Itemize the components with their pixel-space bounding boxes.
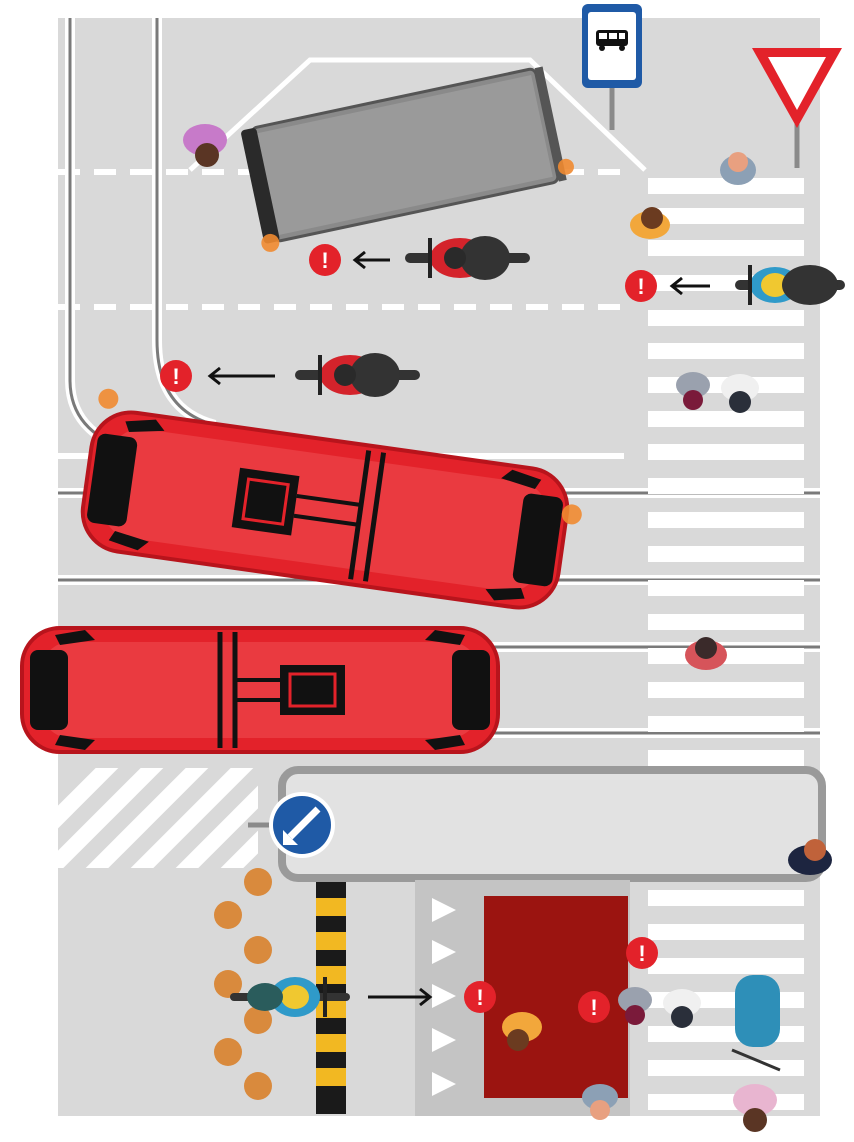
warning-marker-2: ! <box>160 360 192 392</box>
keep-left-sign <box>248 792 335 858</box>
motorcycle-middle <box>295 353 420 397</box>
tram-blinker-rear <box>98 388 119 409</box>
motorcycle-upper <box>405 236 530 280</box>
pedestrian-bottom <box>582 1084 618 1120</box>
svg-text:!: ! <box>476 985 483 1010</box>
warning-marker-6: ! <box>578 991 610 1023</box>
warning-marker-3: ! <box>625 270 657 302</box>
truck-blinker-rear <box>557 158 574 175</box>
warning-marker-1: ! <box>309 244 341 276</box>
pedestrian-top-left <box>183 124 227 167</box>
bus-stop-sign <box>582 4 642 130</box>
arrow-left-2 <box>207 366 275 386</box>
pedestrian-pair-1 <box>676 372 759 413</box>
truck-blinker-front <box>261 233 280 252</box>
arrow-left-3 <box>669 276 710 296</box>
tram-blinker-front <box>561 504 582 525</box>
arrow-left-1 <box>352 250 390 270</box>
pedestrian-with-stroller <box>731 975 781 1132</box>
pedestrian-red-zone <box>502 1012 542 1051</box>
warning-marker-4: ! <box>464 981 496 1013</box>
svg-text:!: ! <box>321 248 328 273</box>
platform-triangles <box>432 898 456 1096</box>
pedestrian-middle-right <box>685 637 727 670</box>
tram-lower <box>20 626 500 754</box>
cyclist-bottom <box>230 977 350 1017</box>
svg-text:!: ! <box>172 364 179 389</box>
traffic-island <box>278 766 826 882</box>
motorcycle-right <box>735 265 845 305</box>
road-outline-top <box>188 57 647 172</box>
tram-upper <box>80 388 582 610</box>
svg-text:!: ! <box>638 941 645 966</box>
truck <box>241 66 574 252</box>
pedestrian-suit <box>788 839 832 875</box>
svg-text:!: ! <box>590 995 597 1020</box>
pedestrian-orange <box>630 207 670 239</box>
pedestrian-top-right <box>720 152 756 185</box>
bollards <box>214 868 272 1100</box>
svg-text:!: ! <box>637 274 644 299</box>
warning-marker-5: ! <box>626 937 658 969</box>
arrow-right-bottom <box>368 987 433 1007</box>
hatched-area <box>58 768 258 868</box>
yield-sign <box>752 48 842 168</box>
pedestrian-pair-2 <box>618 987 701 1028</box>
